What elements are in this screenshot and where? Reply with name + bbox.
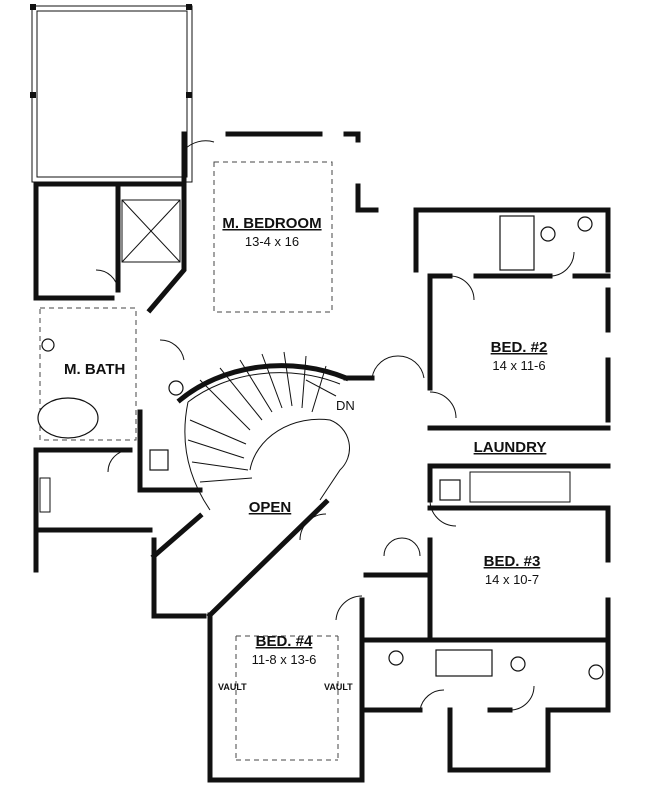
vault-right-label: VAULT	[324, 682, 353, 692]
washer	[439, 479, 461, 501]
toilet	[510, 656, 526, 672]
sink	[577, 216, 593, 232]
shower	[121, 199, 181, 263]
bed3-dims: 14 x 10-7	[485, 572, 539, 587]
tub	[37, 397, 99, 439]
sink	[388, 650, 404, 666]
sink	[41, 338, 55, 352]
bed2-dims: 14 x 11-6	[492, 358, 545, 373]
bed4-label: BED. #4	[256, 633, 313, 650]
fixtures	[37, 215, 604, 680]
counter	[469, 471, 571, 503]
doors	[95, 140, 575, 711]
master-bedroom-label: M. BEDROOM	[222, 215, 321, 232]
balcony	[30, 4, 193, 183]
walls	[33, 131, 611, 783]
stair-down-label: DN	[336, 398, 355, 413]
open-label: OPEN	[249, 499, 292, 516]
master-bath-label: M. BATH	[64, 361, 125, 378]
sink	[588, 664, 604, 680]
laundry-label: LAUNDRY	[474, 439, 547, 456]
master-bedroom-dims: 13-4 x 16	[245, 234, 299, 249]
vanity	[39, 477, 51, 513]
tub	[435, 649, 493, 677]
ceiling-outlines	[39, 161, 339, 761]
staircase	[184, 351, 350, 511]
tub	[499, 215, 535, 271]
bed2-label: BED. #2	[491, 339, 548, 356]
bed4-dims: 11-8 x 13-6	[252, 652, 317, 667]
sink	[540, 226, 556, 242]
sink	[168, 380, 184, 396]
vault-left-label: VAULT	[218, 682, 247, 692]
toilet	[149, 449, 169, 471]
bed3-label: BED. #3	[484, 553, 541, 570]
